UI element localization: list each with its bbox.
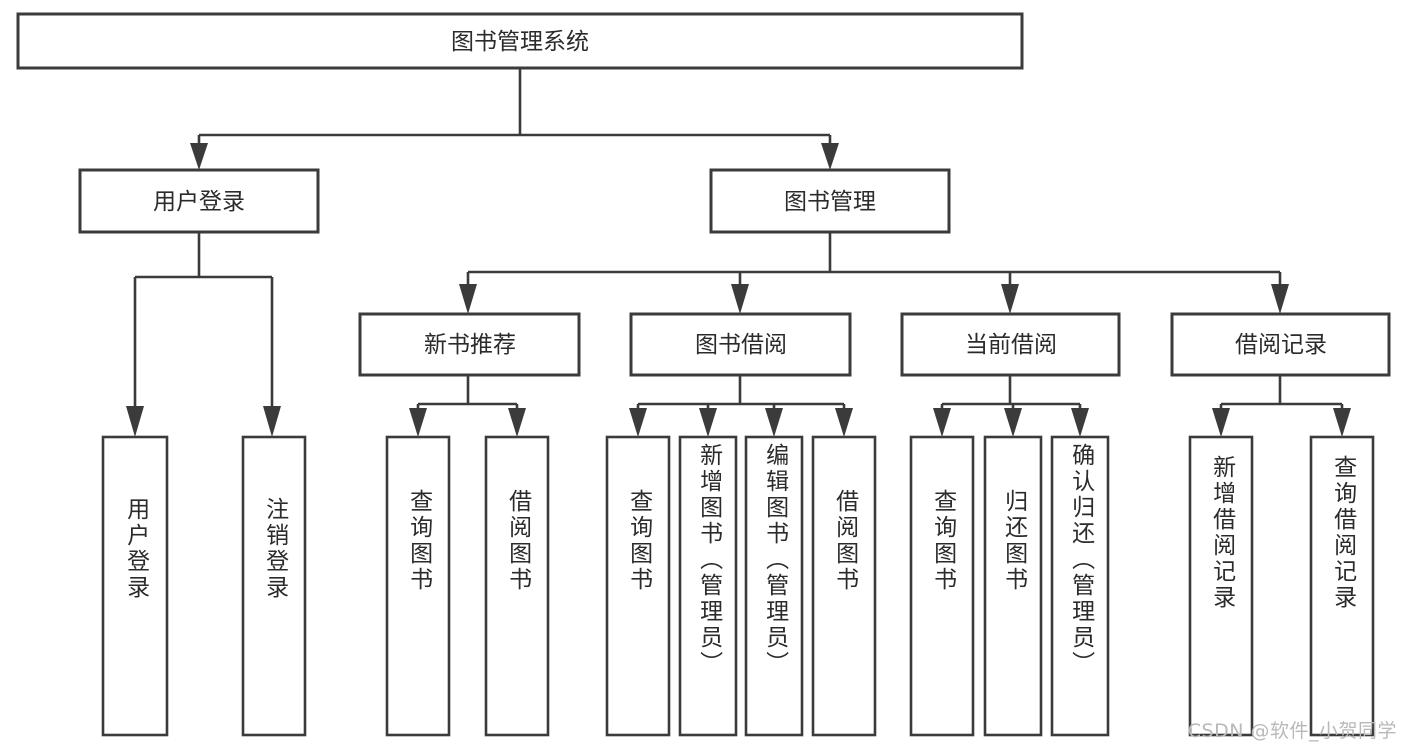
leaf-box-user-login[interactable] bbox=[101, 435, 169, 737]
node-book-manage-label: 图书管理 bbox=[784, 189, 876, 215]
arrow-head-user-login bbox=[190, 143, 208, 170]
leaf-box-borrow-book[interactable] bbox=[811, 435, 877, 737]
leaf-box-query-book-current[interactable] bbox=[909, 435, 975, 737]
arrow-head-currentborrow-leaf-3 bbox=[1071, 408, 1089, 437]
connector-layer bbox=[126, 68, 1351, 437]
node-current-borrow[interactable]: 当前借阅 bbox=[900, 312, 1121, 377]
node-user-login-label: 用户登录 bbox=[153, 189, 245, 215]
leaf-box-edit-book-admin[interactable] bbox=[744, 435, 804, 737]
node-borrow-record-label: 借阅记录 bbox=[1235, 332, 1327, 358]
arrow-head-bookborrow-leaf-1 bbox=[629, 408, 647, 437]
node-book-manage-box[interactable] bbox=[709, 168, 951, 234]
arrow-head-bookborrow-leaf-3 bbox=[765, 408, 783, 437]
node-user-login-box[interactable] bbox=[78, 168, 320, 234]
leaf-box-confirm-return-admin[interactable] bbox=[1050, 435, 1110, 737]
node-book-manage[interactable]: 图书管理 bbox=[709, 168, 951, 234]
node-new-book-recommend-label: 新书推荐 bbox=[424, 332, 516, 358]
node-user-login[interactable]: 用户登录 bbox=[78, 168, 320, 234]
node-current-borrow-box[interactable] bbox=[900, 312, 1121, 377]
arrow-head-currentborrow-leaf-1 bbox=[933, 408, 951, 437]
arrow-head-currentborrow-leaf-2 bbox=[1004, 408, 1022, 437]
arrow-head-newbook-leaf-1 bbox=[409, 408, 427, 437]
arrow-head-current-borrow bbox=[1001, 284, 1019, 314]
arrow-head-bookborrow-leaf-2 bbox=[699, 408, 717, 437]
node-new-book-recommend-box[interactable] bbox=[358, 312, 581, 377]
leaf-box-return-book[interactable] bbox=[983, 435, 1043, 737]
leaf-box-query-borrow-record[interactable] bbox=[1309, 435, 1375, 737]
node-book-borrow-box[interactable] bbox=[629, 312, 852, 377]
leaf-box-query-book-rec[interactable] bbox=[385, 435, 451, 737]
node-borrow-record-box[interactable] bbox=[1170, 312, 1391, 377]
node-borrow-record[interactable]: 借阅记录 bbox=[1170, 312, 1391, 377]
arrow-head-borrowrecord-leaf-2 bbox=[1333, 408, 1351, 437]
leaf-box-logout[interactable] bbox=[241, 435, 307, 737]
arrow-head-new-book-rec bbox=[459, 284, 477, 314]
leaf-box-borrow-book-rec[interactable] bbox=[484, 435, 550, 737]
arrow-head-newbook-leaf-2 bbox=[508, 408, 526, 437]
csdn-watermark: CSDN @软件_小贺同学 bbox=[1187, 720, 1397, 742]
node-root-label: 图书管理系统 bbox=[451, 29, 589, 55]
node-book-borrow[interactable]: 图书借阅 bbox=[629, 312, 852, 377]
arrow-head-book-borrow bbox=[731, 284, 749, 314]
arrow-head-leaf-user-login bbox=[126, 406, 144, 437]
leaf-box-add-book-admin[interactable] bbox=[678, 435, 738, 737]
node-root[interactable]: 图书管理系统 bbox=[16, 12, 1024, 70]
arrow-head-book-manage bbox=[821, 143, 839, 170]
node-new-book-recommend[interactable]: 新书推荐 bbox=[358, 312, 581, 377]
arrow-head-borrowrecord-leaf-1 bbox=[1212, 408, 1230, 437]
leaf-box-add-borrow-record[interactable] bbox=[1188, 435, 1254, 737]
node-current-borrow-label: 当前借阅 bbox=[965, 332, 1057, 358]
leaf-box-query-book-borrow[interactable] bbox=[605, 435, 671, 737]
node-book-borrow-label: 图书借阅 bbox=[695, 332, 787, 358]
arrow-head-borrow-record bbox=[1271, 284, 1289, 314]
arrow-head-bookborrow-leaf-4 bbox=[835, 408, 853, 437]
node-root-box[interactable] bbox=[16, 12, 1024, 70]
leaf-box-layer bbox=[101, 435, 1375, 737]
arrow-head-leaf-logout bbox=[263, 406, 281, 437]
